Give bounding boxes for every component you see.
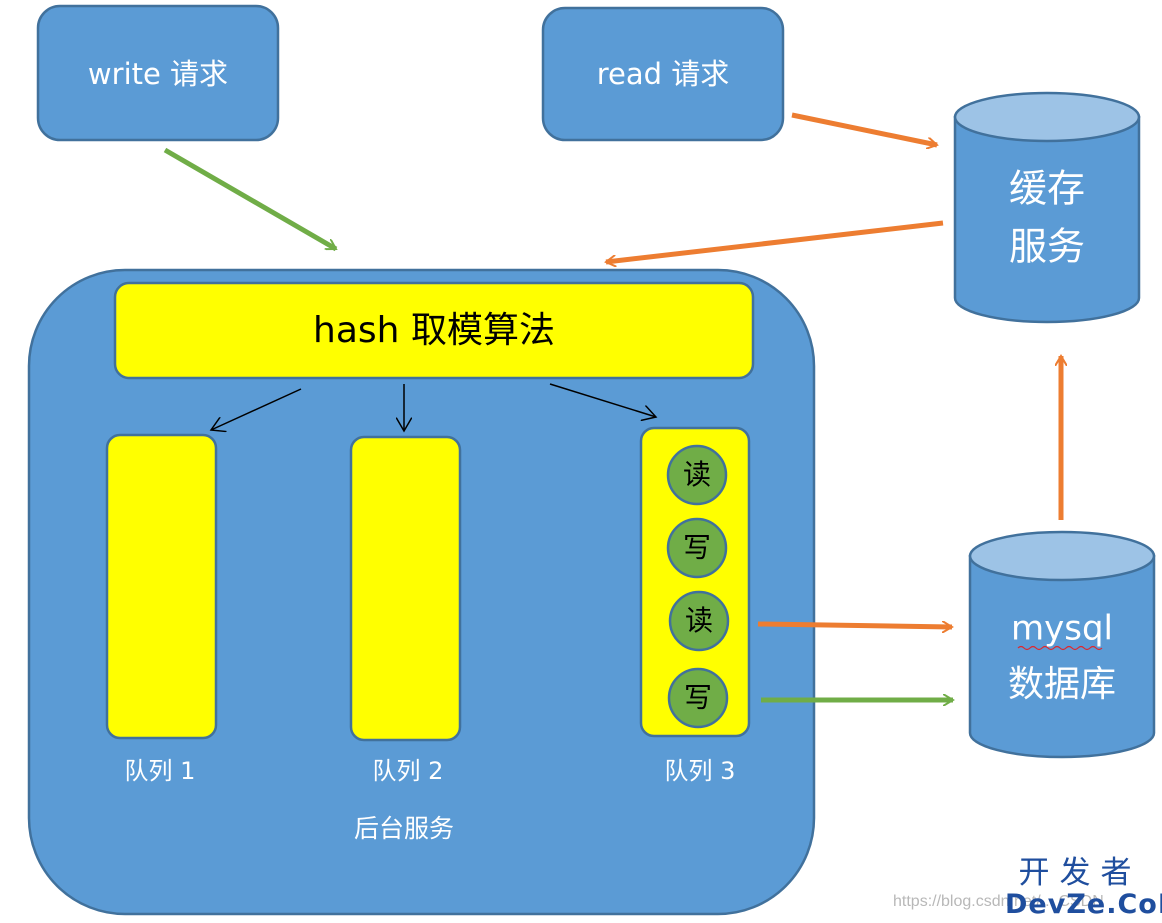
write-request-label: write 请求 <box>88 57 228 91</box>
hash-modulo-bar: hash 取模算法 <box>113 281 755 380</box>
logo-bottom-text: DevZe.CoM <box>1005 889 1162 920</box>
op-write-label: 写 <box>683 531 711 564</box>
op-write-label: 写 <box>684 681 712 714</box>
queue-3-op-write-2: 写 <box>667 667 729 729</box>
spellcheck-underline <box>1017 645 1103 651</box>
queue-1: 队列 1 <box>105 433 218 785</box>
backend-service-title: 后台服务 <box>354 814 454 843</box>
queue-3-op-read-1: 读 <box>666 444 728 506</box>
queue-2-label: 队列 2 <box>373 757 444 785</box>
write-to-backend-arrow <box>163 147 336 252</box>
op-read-label: 读 <box>685 604 713 637</box>
devze-logo: 开发者 DevZe.CoM <box>1005 855 1162 920</box>
read-request-label: read 请求 <box>597 57 730 91</box>
queue-3: 读 写 读 写 队列 3 <box>639 426 751 785</box>
queue-3-label: 队列 3 <box>665 757 736 785</box>
csdn-watermark: https://blog.csdn.net/... CSDN <box>893 893 1104 911</box>
cache-to-backend-arrow <box>606 220 944 262</box>
dispatch-arrow-queue3 <box>549 383 656 417</box>
read-to-cache-arrow <box>791 112 937 145</box>
queue-read-to-mysql-arrow <box>757 624 952 627</box>
cache-service-cylinder: 缓存 服务 <box>953 91 1141 324</box>
write-request-box: write 请求 <box>36 4 280 142</box>
watermark-csdn: CSDN <box>1058 893 1104 910</box>
logo-top-text: 开发者 <box>1018 855 1142 891</box>
watermark-url: https://blog.csdn.net/... <box>893 893 1054 910</box>
queue-3-op-read-2: 读 <box>668 590 730 652</box>
database-label: 数据库 <box>1008 664 1116 705</box>
mysql-label: mysql <box>1011 609 1113 649</box>
cache-label-line1: 缓存 <box>1009 167 1085 211</box>
mysql-database-cylinder: mysql 数据库 <box>968 530 1156 759</box>
queue-2: 队列 2 <box>349 435 462 785</box>
queue-1-label: 队列 1 <box>125 757 196 785</box>
cache-label-line2: 服务 <box>1009 225 1085 269</box>
dispatch-arrow-queue1 <box>211 388 302 430</box>
hash-label: hash 取模算法 <box>313 310 555 351</box>
read-request-box: read 请求 <box>541 6 785 142</box>
queue-3-op-write-1: 写 <box>666 517 728 579</box>
op-read-label: 读 <box>683 458 711 491</box>
